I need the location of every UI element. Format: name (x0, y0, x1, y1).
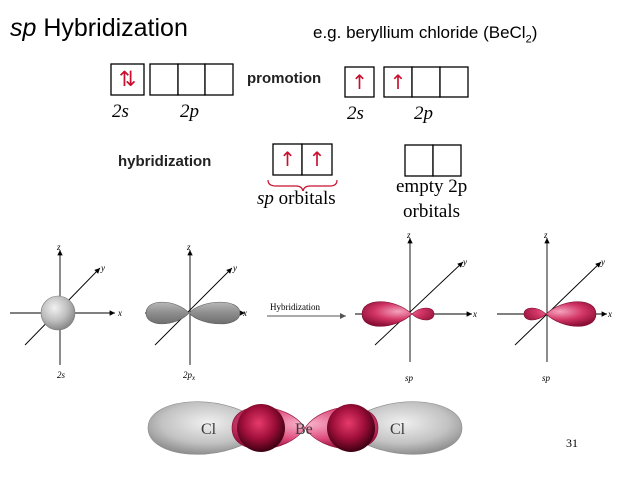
excited-2s-box (344, 66, 375, 98)
svg-text:x: x (242, 308, 247, 318)
hybridization-label: hybridization (118, 153, 212, 170)
slide-title: sp Hybridization (10, 14, 188, 42)
page-number: 31 (566, 436, 578, 450)
sp-hybrid-boxes (272, 143, 333, 176)
ground-2s-electron-pair: ⇅ (118, 67, 137, 91)
excited-2s-label: 2s (347, 103, 364, 124)
excited-2p-electron: ↑ (389, 70, 407, 94)
left-overlap-sphere (237, 404, 285, 452)
orbital-panel-2s: z y x 2s (10, 242, 122, 380)
becl2-molecule: Cl Be Cl (147, 401, 463, 455)
svg-text:y: y (232, 263, 237, 273)
sp-electron-2: ↑ (308, 147, 326, 171)
left-cl-label: Cl (201, 421, 217, 438)
sp-hybrid-orbital-mirrored (523, 301, 597, 327)
p-orbital-caption: 2px (183, 370, 196, 382)
hybridization-arrow-label: Hybridization (270, 302, 320, 312)
axis-z-label: z (56, 242, 61, 252)
excited-2p-boxes (383, 66, 469, 98)
be-label: Be (295, 421, 313, 438)
p-orbital-lobes (145, 301, 241, 325)
ground-2s-box (110, 63, 145, 96)
s-orbital-caption: 2s (57, 370, 66, 380)
promotion-label: promotion (247, 70, 322, 87)
sp-hybrid-orbital (361, 301, 435, 327)
svg-text:y: y (462, 257, 467, 267)
orbital-panel-2p: z y x 2px (145, 242, 247, 382)
orbital-panel-sp-2: z y x sp (497, 230, 612, 383)
empty-2p-boxes (404, 144, 462, 177)
svg-text:y: y (600, 257, 605, 267)
sp-orbitals-brace (267, 179, 338, 192)
sp-electron-1: ↑ (279, 147, 296, 171)
excited-2p-label: 2p (414, 103, 433, 124)
sp-caption-2: sp (542, 373, 551, 383)
ground-2p-label: 2p (180, 101, 199, 122)
axis-x-label: x (117, 308, 122, 318)
svg-text:z: z (543, 230, 548, 240)
right-cl-label: Cl (390, 421, 406, 438)
sp-orbitals-label: sp orbitals (257, 188, 336, 209)
svg-text:z: z (186, 242, 191, 252)
sp-caption-1: sp (405, 373, 414, 383)
s-orbital-sphere (40, 295, 76, 331)
right-overlap-sphere (327, 404, 375, 452)
svg-text:x: x (607, 309, 612, 319)
orbital-panel-sp-1: z y x sp (355, 230, 477, 383)
svg-text:z: z (406, 230, 411, 240)
ground-2s-label: 2s (112, 101, 129, 122)
hybridization-arrow: Hybridization (267, 302, 346, 319)
svg-text:x: x (472, 309, 477, 319)
ground-2p-boxes (149, 63, 234, 96)
axis-y-label: y (100, 263, 105, 273)
empty-2p-label-line2: orbitals (403, 201, 460, 222)
example-caption: e.g. beryllium chloride (BeCl2) (313, 23, 538, 46)
empty-2p-label-line1: empty 2p (396, 176, 468, 197)
excited-2s-electron: ↑ (351, 70, 368, 94)
